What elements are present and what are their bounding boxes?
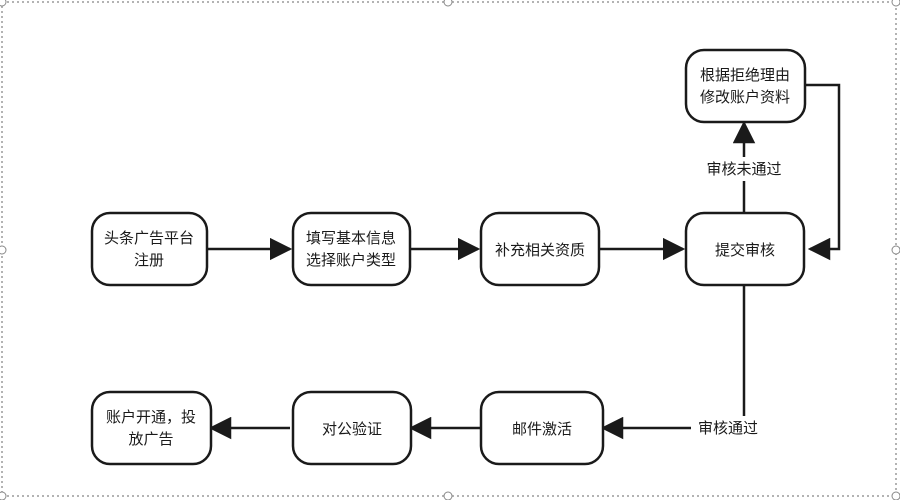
resize-handle[interactable] <box>891 245 900 255</box>
node-modify[interactable] <box>684 48 807 124</box>
node-open[interactable] <box>90 390 213 466</box>
resize-handle[interactable] <box>443 491 453 500</box>
node-open-line-1: 账户开通，投 <box>106 408 196 426</box>
node-register-line-2: 注册 <box>134 251 164 269</box>
resize-handle[interactable] <box>0 0 7 7</box>
node-modify-line-1: 根据拒绝理由 <box>700 66 790 84</box>
resize-handle[interactable] <box>891 491 900 500</box>
resize-handle[interactable] <box>0 491 7 500</box>
node-register[interactable] <box>90 211 209 287</box>
node-register-line-1: 头条广告平台 <box>104 229 194 247</box>
resize-handle[interactable] <box>891 0 900 7</box>
edge-label-bg <box>691 416 765 440</box>
node-open-line-2: 放广告 <box>128 430 173 448</box>
edge-label-bg <box>700 157 788 181</box>
node-modify-line-2: 修改账户资料 <box>700 88 790 106</box>
edge-submit-to-email <box>600 285 746 440</box>
node-fill-info-line-2: 选择账户类型 <box>306 251 396 269</box>
node-fill-info-line-1: 填写基本信息 <box>306 229 396 247</box>
node-verify-label: 对公验证 <box>322 420 382 438</box>
edge-label-passed: 审核通过 <box>698 419 758 437</box>
node-fill-info[interactable] <box>291 211 412 287</box>
node-submit-label: 提交审核 <box>715 241 775 259</box>
edge-label-not-passed: 审核未通过 <box>706 160 781 178</box>
resize-handle[interactable] <box>443 0 453 7</box>
node-verify[interactable] <box>291 390 413 466</box>
edge-modify-to-submit <box>805 83 841 261</box>
resize-handle[interactable] <box>0 245 7 255</box>
node-supplement[interactable] <box>479 211 601 287</box>
node-supplement-label: 补充相关资质 <box>495 241 585 259</box>
node-submit[interactable] <box>684 211 806 287</box>
node-email-label: 邮件激活 <box>512 420 572 438</box>
node-email[interactable] <box>479 390 605 466</box>
